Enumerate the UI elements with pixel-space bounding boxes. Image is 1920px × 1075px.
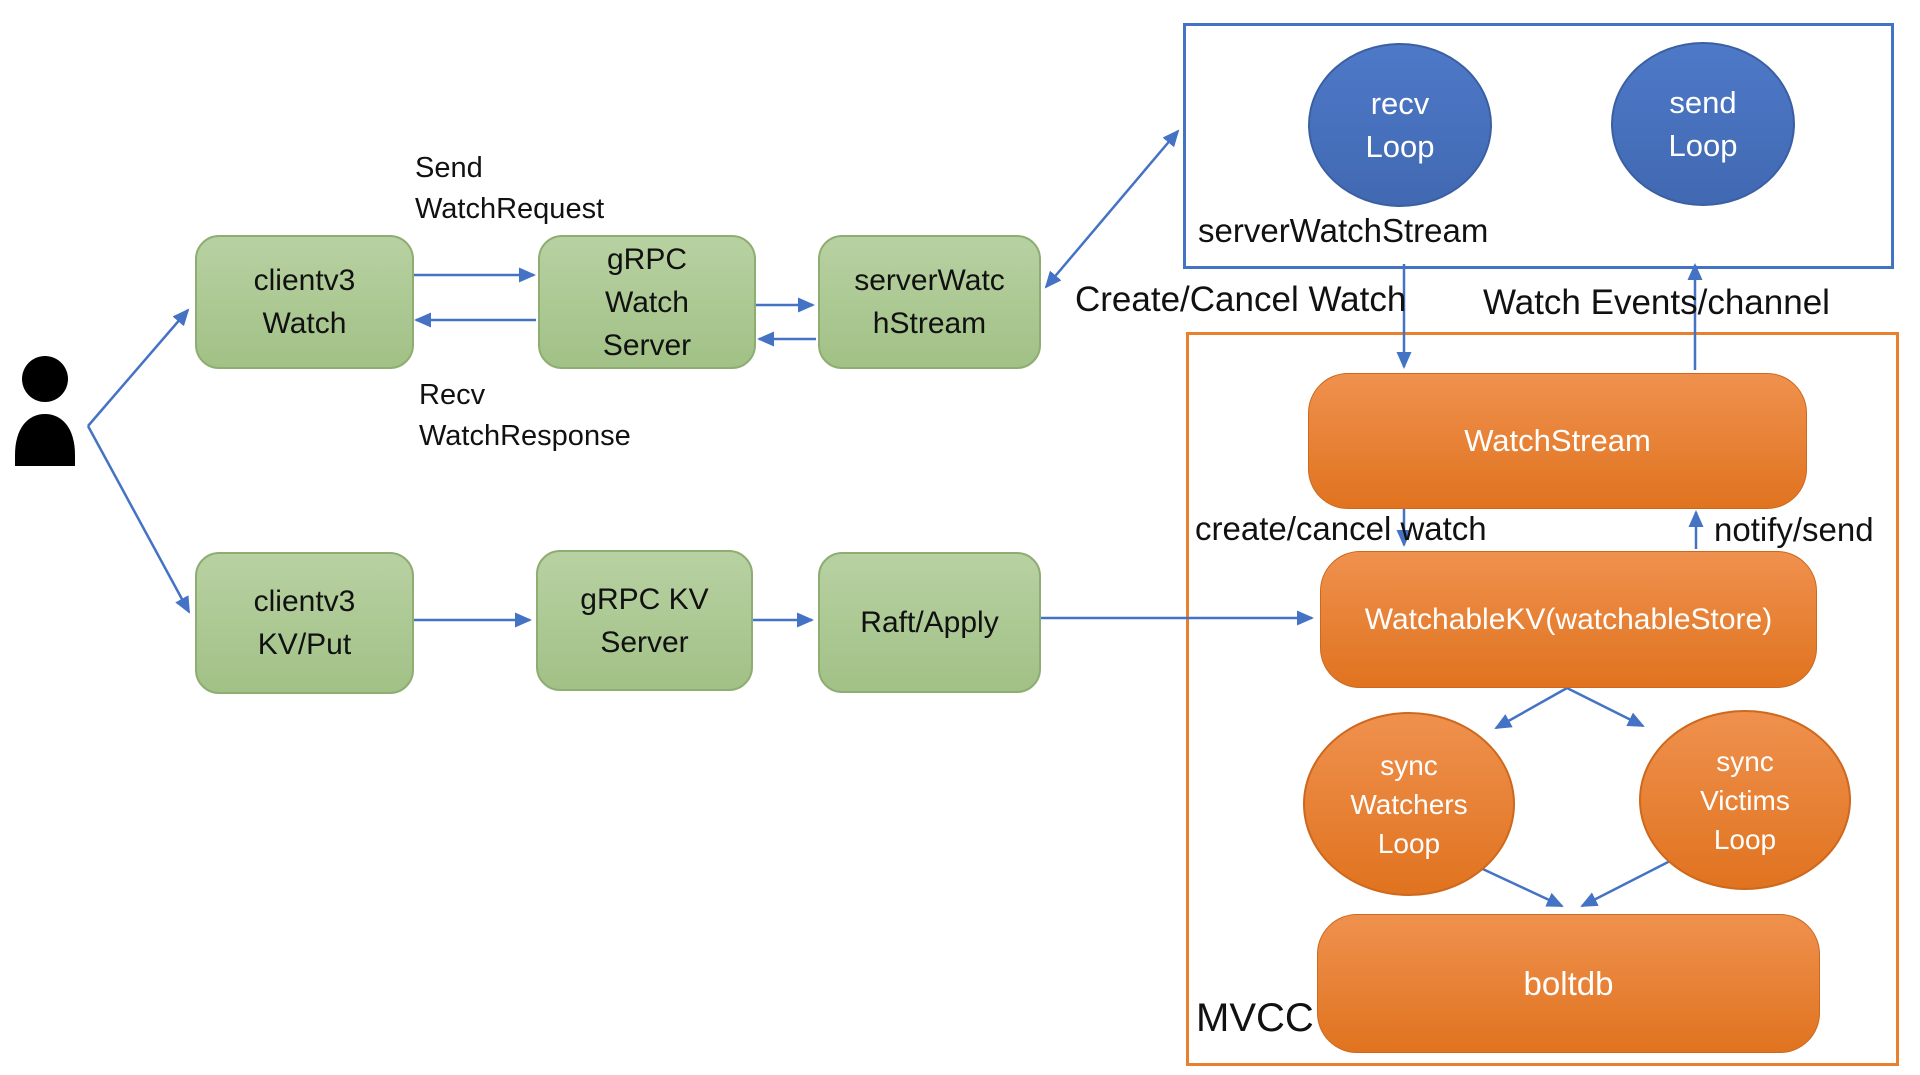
node-send-loop: send Loop	[1611, 42, 1795, 206]
node-server-watch-stream: serverWatc hStream	[818, 235, 1041, 369]
server-watch-stream-container	[1183, 23, 1894, 269]
node-grpc-watch-server: gRPC Watch Server	[538, 235, 756, 369]
label-line: WatchResponse	[419, 420, 631, 452]
arrow-watchablekv-to-syncvictims	[1566, 686, 1645, 728]
label-send-watch-request: Send WatchRequest	[415, 148, 604, 230]
label-watch-events-channel: Watch Events/channel	[1483, 283, 1830, 322]
node-label-line: clientv3	[253, 585, 356, 618]
node-label-line: serverWatc	[854, 264, 1005, 297]
arrow-user-to-clientv3-kvput	[86, 425, 191, 614]
node-label-line: KV/Put	[257, 628, 352, 661]
node-label-line: Victims	[1700, 784, 1790, 816]
node-label-line: Server	[600, 625, 689, 659]
node-label: boltdb	[1523, 964, 1614, 1002]
node-label-line: sync	[1380, 749, 1438, 781]
node-label-line: Watch	[605, 285, 689, 319]
label-notify-send: notify/send	[1714, 511, 1874, 548]
node-boltdb: boltdb	[1317, 914, 1820, 1053]
node-label-line: Loop	[1668, 128, 1738, 163]
node-label-line: Loop	[1713, 823, 1777, 855]
node-label: WatchStream	[1464, 423, 1651, 458]
label-recv-watch-response: Recv WatchResponse	[419, 375, 631, 457]
server-watch-stream-container-label: serverWatchStream	[1198, 212, 1489, 249]
label-line: WatchRequest	[415, 193, 605, 225]
arrow-user-to-clientv3-watch	[87, 308, 190, 427]
node-recv-loop: recv Loop	[1308, 43, 1492, 207]
person-icon	[15, 356, 75, 466]
node-label-line: Server	[602, 328, 692, 362]
node-label-line: clientv3	[253, 264, 356, 297]
node-label-line: gRPC	[606, 242, 688, 276]
mvcc-container-label: MVCC	[1196, 996, 1314, 1040]
node-label-line: send	[1669, 85, 1737, 120]
node-label-line: gRPC KV	[580, 582, 709, 616]
node-label-line: Loop	[1365, 129, 1435, 164]
label-line: Send	[415, 152, 483, 184]
node-raft-apply: Raft/Apply	[818, 552, 1041, 693]
mvcc-container	[1186, 332, 1899, 1066]
arrow-watchablekv-to-syncwatchers	[1494, 686, 1568, 730]
arrow-syncvictims-to-boltdb	[1580, 856, 1677, 908]
node-clientv3-watch: clientv3 Watch	[195, 235, 414, 369]
node-watchable-kv: WatchableKV(watchableStore)	[1320, 551, 1817, 688]
node-label-line: Raft/Apply	[860, 606, 999, 639]
node-label-line: Watchers	[1350, 788, 1468, 820]
node-label-line: Loop	[1377, 827, 1441, 859]
arrow-stream-bluebox-bidirectional	[1044, 129, 1180, 289]
node-label-line: sync	[1716, 745, 1774, 777]
node-label-line: recv	[1370, 86, 1430, 121]
node-label: WatchableKV(watchableStore)	[1364, 602, 1773, 636]
node-grpc-kv-server: gRPC KV Server	[536, 550, 753, 691]
node-sync-victims-loop: sync Victims Loop	[1639, 710, 1851, 890]
label-create-cancel-watch: Create/Cancel Watch	[1075, 280, 1407, 319]
node-watch-stream: WatchStream	[1308, 373, 1807, 509]
node-label-line: Watch	[262, 307, 347, 340]
label-create-cancel-watch-lower: create/cancel watch	[1195, 510, 1487, 547]
node-label-line: hStream	[872, 307, 987, 340]
node-sync-watchers-loop: sync Watchers Loop	[1303, 712, 1515, 896]
node-clientv3-kv-put: clientv3 KV/Put	[195, 552, 414, 694]
arrow-syncwatchers-to-boltdb	[1471, 862, 1564, 908]
label-line: Recv	[419, 379, 486, 411]
